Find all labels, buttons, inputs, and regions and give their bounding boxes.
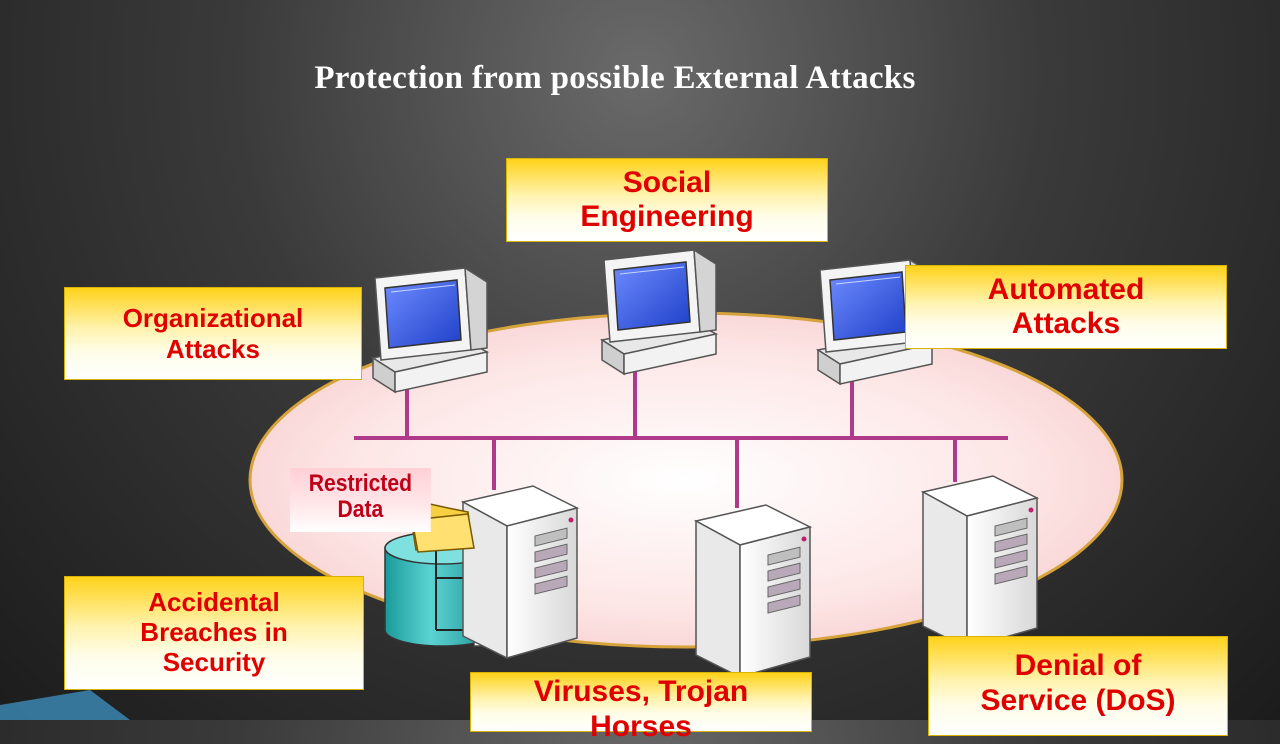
accidental-breaches-label: Accidental Breaches in Security bbox=[64, 576, 364, 690]
corner-accent bbox=[0, 690, 130, 720]
workstation-icon bbox=[371, 266, 490, 394]
denial-of-service-label: Denial of Service (DoS) bbox=[928, 636, 1228, 736]
workstation-icon bbox=[600, 248, 719, 376]
server-tower-icon bbox=[693, 504, 813, 679]
slide-title: Protection from possible External Attack… bbox=[314, 60, 916, 96]
server-tower-icon bbox=[920, 475, 1040, 650]
network-diagram bbox=[0, 248, 1124, 720]
organizational-attacks-label: Organizational Attacks bbox=[64, 287, 362, 380]
social-engineering-label: Social Engineering bbox=[506, 158, 828, 242]
workstation-icon bbox=[816, 258, 935, 386]
automated-attacks-label: Automated Attacks bbox=[905, 265, 1227, 349]
server-tower-icon bbox=[460, 485, 580, 660]
restricted-data-label: Restricted Data bbox=[290, 468, 431, 532]
network-bus bbox=[354, 365, 1008, 508]
viruses-trojan-horses-label: Viruses, Trojan Horses bbox=[470, 672, 812, 743]
